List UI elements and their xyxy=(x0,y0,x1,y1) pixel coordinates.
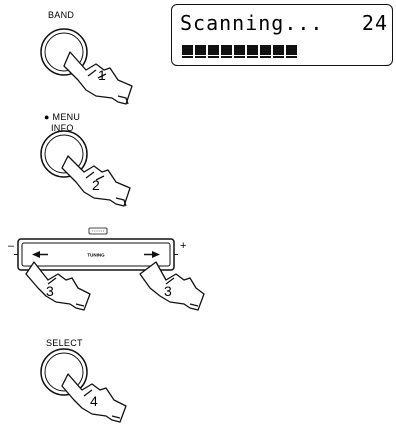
progress-segment xyxy=(234,45,245,56)
select-button-illustration: 4 xyxy=(0,346,180,424)
band-button-illustration: 1 xyxy=(0,0,180,120)
select-step-number: 4 xyxy=(90,393,98,409)
lcd-display: Scanning... 24 xyxy=(171,4,393,66)
tune-up-step-number: 3 xyxy=(164,283,172,299)
progress-segment xyxy=(273,45,284,56)
menu-step-number: 2 xyxy=(92,177,100,193)
progress-segment xyxy=(221,45,232,56)
tune-down-arrow-icon xyxy=(32,251,48,258)
display-number: 24 xyxy=(362,11,388,35)
tuning-label: TUNING xyxy=(87,253,105,258)
band-step-number: 1 xyxy=(98,67,106,83)
progress-segment xyxy=(195,45,206,56)
pressing-hand-icon xyxy=(26,262,90,310)
tuning-button-illustration: TUNING 3 3 xyxy=(0,226,200,322)
progress-segment xyxy=(208,45,219,56)
scan-progress-bar xyxy=(182,45,297,56)
progress-segment xyxy=(260,45,271,56)
menu-label: ● MENU xyxy=(44,112,80,122)
progress-segment xyxy=(182,45,193,56)
tune-up-arrow-icon xyxy=(144,251,160,258)
progress-segment xyxy=(286,45,297,56)
menu-info-button-illustration: 2 xyxy=(0,130,180,220)
progress-segment xyxy=(247,45,258,56)
display-text: Scanning... xyxy=(180,11,323,35)
tune-down-step-number: 3 xyxy=(46,283,54,299)
